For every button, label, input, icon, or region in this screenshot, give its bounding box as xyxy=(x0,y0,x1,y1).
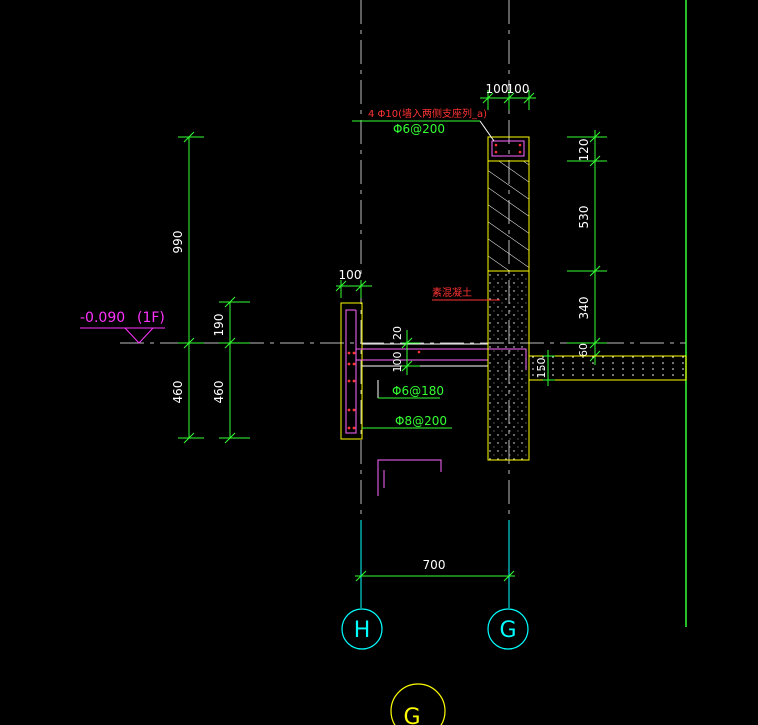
plain-concrete-fill xyxy=(487,270,530,461)
axis-spacing-dimension xyxy=(355,570,515,582)
dim-slab-thickness: 20 xyxy=(391,326,404,340)
dim-slab-depth: 100 xyxy=(391,352,404,373)
leader-wall-rebar-diag xyxy=(479,120,495,142)
dim-beam-width: 100 xyxy=(339,268,362,282)
edge-beam-outline xyxy=(340,302,363,440)
callout-concrete-fill: 素混凝土 xyxy=(432,286,472,299)
wall-cap-stirrup xyxy=(491,140,525,157)
floor-slab-dimension xyxy=(543,350,555,386)
dim-left-total: 990 xyxy=(171,231,185,254)
level-floor: (1F) xyxy=(137,310,165,326)
axis-bubble-h: H xyxy=(341,608,383,650)
level-elevation: -0.090 xyxy=(80,310,125,326)
dim-floor-slab: 150 xyxy=(535,358,548,379)
dim-axis-spacing: 700 xyxy=(423,558,446,572)
axis-label-g-bottom: G xyxy=(403,705,420,725)
edge-beam-rebars xyxy=(347,351,356,430)
dim-inner-bottom: 460 xyxy=(212,381,226,404)
slab-rebar-dot xyxy=(417,350,421,354)
right-dimension-chain xyxy=(567,130,607,365)
level-marker: -0.090 (1F) xyxy=(80,310,165,344)
slab-section xyxy=(362,343,488,367)
dim-right-top: 120 xyxy=(577,139,591,162)
wall-cap-rebars xyxy=(494,143,522,154)
hook-detail xyxy=(377,459,442,496)
dim-inner-top: 190 xyxy=(212,314,226,337)
inner-dimension-chain xyxy=(219,296,250,444)
dim-right-bottom: 60 xyxy=(577,343,590,357)
wall-width-dimension xyxy=(480,90,536,110)
dim-left-bottom: 460 xyxy=(171,381,185,404)
axis-bubble-g-bottom: G xyxy=(390,683,446,725)
edge-beam-stirrup xyxy=(345,309,357,434)
axis-label-h: H xyxy=(354,618,371,643)
masonry-wall xyxy=(487,160,530,272)
beam-width-dimension xyxy=(335,280,372,298)
slab-dimension xyxy=(401,330,420,375)
dim-right-mid: 530 xyxy=(577,206,591,229)
dim-right-lower: 340 xyxy=(577,297,591,320)
dim-wall-width-a: 100 xyxy=(486,82,509,96)
callout-slab-rebar: Φ6@180 xyxy=(392,384,444,398)
floor-slab xyxy=(528,355,687,381)
left-dimension-chain xyxy=(178,131,204,444)
callout-beam-stirrup: Φ8@200 xyxy=(395,414,447,428)
dim-wall-width-b: 100 xyxy=(507,82,530,96)
callout-wall-stirrup: Φ6@200 xyxy=(393,122,445,136)
callout-wall-rebar: 4 Φ10(墙入两侧支座列_a) xyxy=(368,107,487,120)
axis-label-g: G xyxy=(499,618,516,643)
axis-bubble-g: G xyxy=(487,608,529,650)
